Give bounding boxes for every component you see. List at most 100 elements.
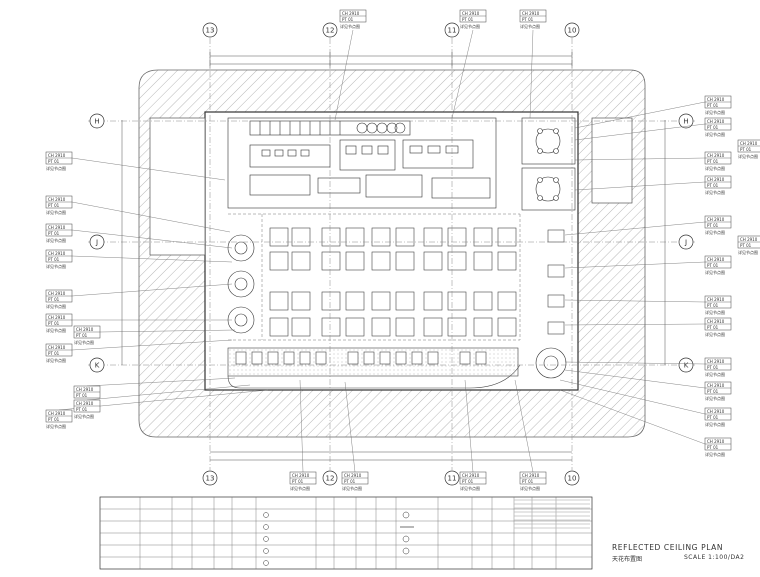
tag-sub: PT 01 xyxy=(707,183,719,188)
tag-sub: PT 01 xyxy=(740,243,752,248)
counter-stool xyxy=(347,351,359,365)
counter-stool xyxy=(363,351,375,365)
tag-code: CH 2910 xyxy=(707,359,725,364)
grid-bubble xyxy=(678,234,694,250)
grid-row-label: J xyxy=(684,239,687,247)
grid-bubble xyxy=(89,357,105,373)
dining-table xyxy=(497,317,517,337)
dining-table xyxy=(291,317,311,337)
leader-line xyxy=(574,101,706,129)
leader-line xyxy=(564,221,706,236)
tag-sub: PT 01 xyxy=(522,479,534,484)
grid-bubble xyxy=(89,234,105,250)
tag-note: 详见节点图 xyxy=(738,153,758,159)
tag-note: 详见节点图 xyxy=(705,309,725,315)
tag-code: CH 2910 xyxy=(76,387,94,392)
tag-sub: PT 01 xyxy=(707,415,719,420)
leader-line xyxy=(299,379,304,473)
tag-note: 详见节点图 xyxy=(705,421,725,427)
tag-note: 详见节点图 xyxy=(520,485,540,491)
tag-code: CH 2910 xyxy=(707,409,725,414)
dining-table xyxy=(345,251,365,271)
counter-stool xyxy=(315,351,327,365)
tag-sub: PT 01 xyxy=(292,479,304,484)
tag-code: CH 2910 xyxy=(48,225,66,230)
leader-line xyxy=(71,339,233,351)
counter-stool xyxy=(427,351,439,365)
drawing-title: REFLECTED CEILING PLAN xyxy=(612,543,724,552)
leader-line xyxy=(464,379,474,473)
tag-note: 详见节点图 xyxy=(46,327,66,333)
dining-table xyxy=(395,227,415,247)
leader-line xyxy=(99,329,236,333)
dining-table xyxy=(321,227,341,247)
dining-table xyxy=(371,251,391,271)
leader-line xyxy=(559,389,706,445)
legend-symbol xyxy=(402,511,410,519)
leader-line xyxy=(514,379,534,473)
dining-table xyxy=(423,317,443,337)
dining-table xyxy=(371,227,391,247)
tag-note: 详见节点图 xyxy=(520,23,540,29)
counter-stool xyxy=(283,351,295,365)
tag-code: CH 2910 xyxy=(740,141,758,146)
tag-note: 详见节点图 xyxy=(705,189,725,195)
leader-line xyxy=(559,379,706,415)
grid-column-label: 12 xyxy=(326,27,335,35)
leader-line xyxy=(344,381,356,473)
tag-note: 详见节点图 xyxy=(705,371,725,377)
dining-table xyxy=(269,291,289,311)
tag-sub: PT 01 xyxy=(522,17,534,22)
dining-table xyxy=(269,317,289,337)
dining-table xyxy=(497,291,517,311)
tag-sub: PT 01 xyxy=(740,147,752,152)
leader-line xyxy=(71,157,226,181)
counter-stool xyxy=(411,351,423,365)
dining-table xyxy=(269,227,289,247)
grid-bubble xyxy=(678,113,694,129)
dining-table xyxy=(423,227,443,247)
legend-symbol xyxy=(263,524,269,530)
dining-table xyxy=(371,317,391,337)
side-room-left xyxy=(149,117,206,256)
grid-bubble xyxy=(678,357,694,373)
dining-table xyxy=(447,227,467,247)
leader-line xyxy=(564,361,706,365)
grid-column-label: 10 xyxy=(568,475,577,483)
grid-bubble xyxy=(444,470,460,486)
drawing-scale: SCALE 1:100/DA2 xyxy=(684,554,745,561)
legend-symbol xyxy=(402,547,410,555)
dining-table xyxy=(447,291,467,311)
dining-table xyxy=(473,251,493,271)
dining-table xyxy=(497,251,517,271)
dining-table xyxy=(345,291,365,311)
tag-note: 详见节点图 xyxy=(342,485,362,491)
leader-line xyxy=(334,29,354,121)
tag-sub: PT 01 xyxy=(462,479,474,484)
counter-stool xyxy=(459,351,471,365)
tag-code: CH 2910 xyxy=(48,411,66,416)
leader-line xyxy=(529,29,534,119)
tag-code: CH 2910 xyxy=(76,401,94,406)
tag-code: CH 2910 xyxy=(707,439,725,444)
tag-sub: PT 01 xyxy=(48,159,60,164)
tag-code: CH 2910 xyxy=(707,119,725,124)
tag-code: CH 2910 xyxy=(48,251,66,256)
tag-code: CH 2910 xyxy=(707,257,725,262)
tag-sub: PT 01 xyxy=(707,325,719,330)
leader-line xyxy=(86,377,236,387)
legend-table xyxy=(99,496,593,570)
grid-bubble xyxy=(564,22,580,38)
leader-line xyxy=(86,384,251,401)
tag-code: CH 2910 xyxy=(707,97,725,102)
tag-note: 详见节点图 xyxy=(705,229,725,235)
grid-column-label: 11 xyxy=(448,475,457,483)
tag-note: 详见节点图 xyxy=(46,165,66,171)
legend-symbol xyxy=(402,535,410,543)
leader-line xyxy=(564,261,706,269)
tag-code: CH 2910 xyxy=(707,319,725,324)
tag-note: 详见节点图 xyxy=(705,331,725,337)
dining-table xyxy=(447,317,467,337)
tag-sub: PT 01 xyxy=(76,407,88,412)
